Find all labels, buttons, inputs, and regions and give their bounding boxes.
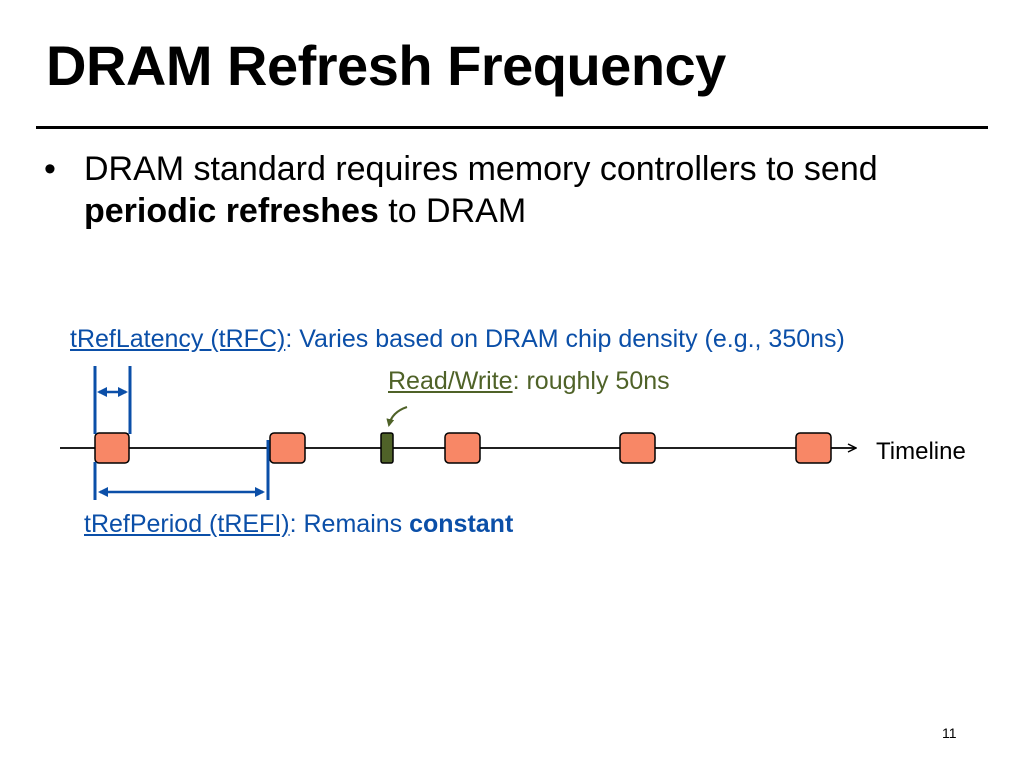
bullet-text-end: to DRAM — [378, 192, 527, 230]
refresh-block-4 — [619, 432, 656, 464]
trfc-annotation: tRefLatency (tRFC): Varies based on DRAM… — [70, 327, 845, 352]
bullet-marker: • — [44, 150, 56, 188]
trfc-description: : Varies based on DRAM chip density (e.g… — [285, 325, 845, 353]
read-write-description: : roughly 50ns — [512, 367, 670, 395]
read-write-pointer — [386, 406, 408, 427]
read-write-term: Read/Write — [388, 367, 513, 395]
trfc-term: tRefLatency (tRFC) — [70, 325, 286, 353]
refresh-block-5 — [795, 432, 832, 464]
read-write-block — [380, 432, 394, 464]
timeline-label: Timeline — [876, 438, 966, 465]
bullet-text-start: DRAM standard requires memory controller… — [84, 150, 878, 188]
trefi-emphasis: constant — [409, 510, 514, 538]
trefi-description: : Remains — [289, 510, 410, 538]
refresh-block-1 — [94, 432, 130, 464]
trefi-annotation: tRefPeriod (tREFI): Remains constant — [84, 512, 513, 537]
slide-title: DRAM Refresh Frequency — [46, 34, 726, 97]
bullet-text-emphasis: periodic refreshes — [84, 192, 379, 230]
bullet-item: • DRAM standard requires memory controll… — [44, 148, 964, 232]
slide-number: 11 — [942, 725, 957, 741]
refresh-block-2 — [269, 432, 306, 464]
trefi-term: tRefPeriod (tREFI) — [84, 510, 290, 538]
bullet-list: • DRAM standard requires memory controll… — [44, 148, 964, 232]
refresh-block-3 — [444, 432, 481, 464]
title-divider — [36, 126, 988, 129]
read-write-annotation: Read/Write: roughly 50ns — [388, 369, 670, 394]
